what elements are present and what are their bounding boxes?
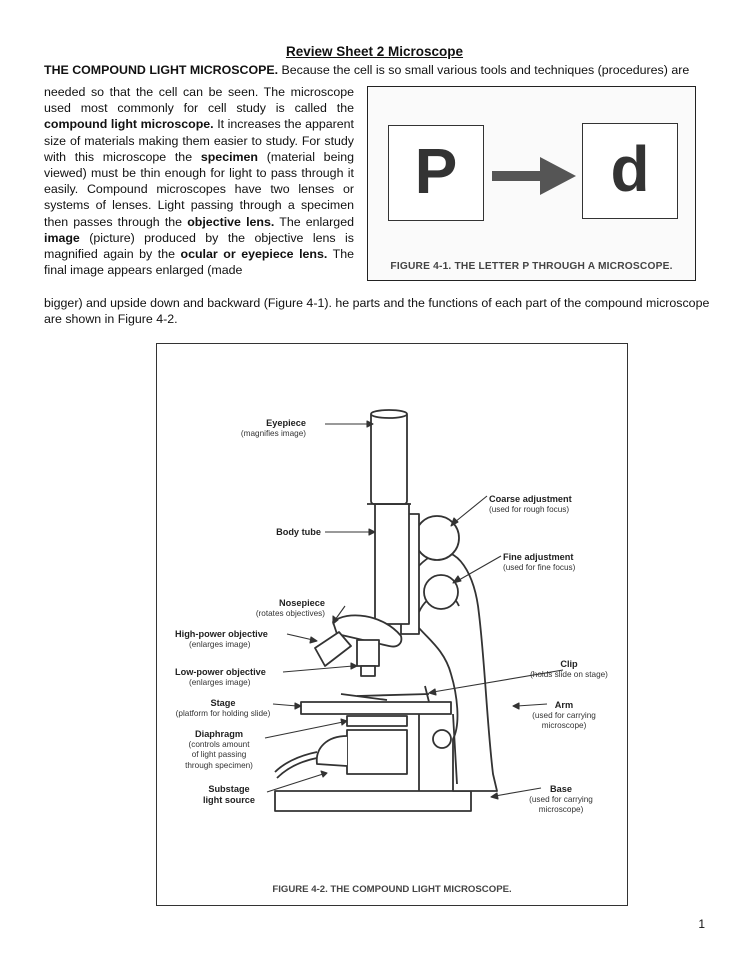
stage-shape [300,701,452,715]
label-arm-desc: (used for carrying [532,710,596,720]
intro-line1-text: Because the cell is so small various too… [278,63,690,77]
label-eyepiece: Eyepiece (magnifies image) [241,418,306,439]
label-base: Base (used for carrying microscope) [513,784,609,816]
label-stage-name: Stage [210,698,236,708]
term-objective-lens: objective lens. [187,214,275,229]
fine-knob [423,574,459,610]
arm-shape [402,551,498,792]
label-coarse-adjustment: Coarse adjustment (used for rough focus) [489,494,572,515]
label-nosepiece-desc: (rotates objectives) [255,608,325,618]
label-low-power-desc: (enlarges image) [189,677,251,687]
figure1-caption: FIGURE 4-1. THE LETTER P THROUGH A MICRO… [390,261,673,272]
label-arm: Arm (used for carrying microscope) [519,700,609,732]
intro-wrapped-paragraph: needed so that the cell can be seen. The… [44,84,354,278]
term-compound-light-microscope: compound light microscope. [44,117,214,132]
substage-light-shape [346,729,408,775]
label-diaphragm: Diaphragm (controls amount of light pass… [175,729,263,771]
low-power-objective-shape [356,639,380,667]
intro-text: (material being viewed) must be thin eno… [44,149,354,229]
intro-after-figure: bigger) and upside down and backward (Fi… [44,296,710,327]
label-nosepiece: Nosepiece (rotates objectives) [256,598,325,619]
label-low-power-objective: Low-power objective (enlarges image) [175,667,266,688]
label-arm-desc: microscope) [541,721,587,730]
label-eyepiece-name: Eyepiece [266,418,306,428]
label-coarse-name: Coarse adjustment [489,494,572,504]
label-clip-desc: (holds slide on stage) [530,669,608,679]
label-coarse-desc: (used for rough focus) [489,504,570,514]
letter-d: d [610,133,650,205]
label-diaphragm-desc: through specimen) [185,760,253,770]
intro-text: needed so that the cell can be seen. The… [44,85,354,116]
page-title: Review Sheet 2 Microscope [285,44,464,59]
magnified-letter-box: d [582,123,678,219]
diaphragm-shape [346,715,408,727]
intro-first-line: THE COMPOUND LIGHT MICROSCOPE. Because t… [44,62,709,78]
base-shape [274,790,472,812]
label-diaphragm-desc: of light passing [191,750,247,759]
label-stage: Stage (platform for holding slide) [165,698,281,719]
intro-text: The final image appears enlarged (made [44,247,354,278]
microscope-drawing [264,409,564,812]
high-power-objective-shape [314,631,352,667]
letter-p: P [414,135,458,207]
label-substage-name: Substage [208,784,250,794]
figure-letter-p: P d FIGURE 4-1. THE LETTER P THROUGH A M… [367,86,696,281]
body-tube-shape [374,503,410,625]
term-image: image [44,230,80,245]
intro-text: The enlarged [274,214,354,229]
label-base-desc: (used for carrying [529,794,593,804]
term-specimen: specimen [200,149,259,164]
label-high-power-name: High-power objective [175,629,268,639]
intro-text: It increases the apparent size of materi… [44,117,354,164]
label-high-power-desc: (enlarges image) [189,639,251,649]
figure2-caption: FIGURE 4-2. THE COMPOUND LIGHT MICROSCOP… [272,884,512,895]
original-letter-box: P [388,125,484,221]
label-diaphragm-desc: (controls amount [188,739,250,749]
label-fine-name: Fine adjustment [503,552,574,562]
label-fine-desc: (used for fine focus) [503,562,576,572]
label-substage-name: light source [202,794,256,805]
label-high-power-objective: High-power objective (enlarges image) [175,629,268,650]
label-fine-adjustment: Fine adjustment (used for fine focus) [503,552,575,573]
label-stage-desc: (platform for holding slide) [175,708,271,718]
nosepiece-shape [332,614,403,648]
label-diaphragm-name: Diaphragm [195,729,243,739]
label-arm-name: Arm [554,700,574,710]
label-body-tube: Body tube [276,527,321,538]
intro-text: (picture) produced by the objective lens… [44,230,354,262]
label-base-name: Base [550,784,572,794]
label-clip-name: Clip [560,659,578,669]
label-body-tube-name: Body tube [276,527,321,537]
label-base-desc: microscope) [538,805,584,814]
section-heading: THE COMPOUND LIGHT MICROSCOPE. [44,63,279,77]
clip-shape [340,685,430,703]
label-low-power-name: Low-power objective [175,667,266,677]
term-ocular-lens: ocular or eyepiece lens. [180,247,328,262]
eyepiece-shape [370,411,408,505]
arrow-right-icon [492,157,576,195]
page-number: 1 [698,917,705,931]
label-eyepiece-desc: (magnifies image) [240,428,306,438]
label-nosepiece-name: Nosepiece [279,598,325,608]
label-substage-light: Substage light source [191,784,267,805]
label-clip: Clip (holds slide on stage) [517,659,621,680]
figure-microscope: Eyepiece (magnifies image) Body tube Nos… [156,343,628,906]
